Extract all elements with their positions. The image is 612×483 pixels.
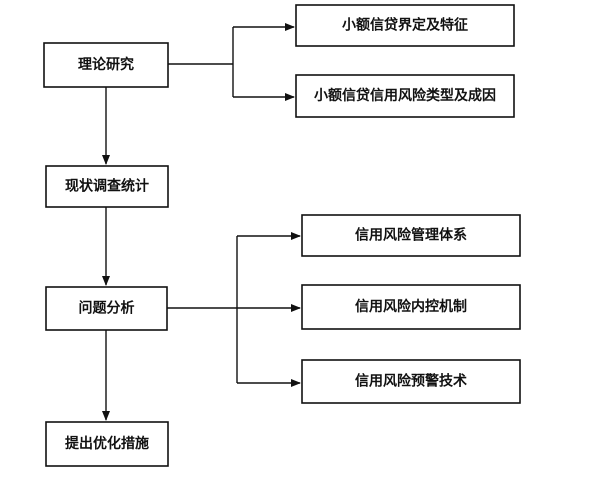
step-analysis-box: 问题分析 (45, 286, 168, 331)
step-survey-box: 现状调查统计 (45, 165, 169, 208)
branch-early-warning-label: 信用风险预警技术 (355, 373, 467, 390)
connectors (102, 23, 301, 421)
branch-definition-label: 小额信贷界定及特征 (342, 17, 468, 34)
branch-early-warning-box: 信用风险预警技术 (301, 359, 521, 404)
step-analysis-label: 问题分析 (79, 300, 135, 317)
branch-management-label: 信用风险管理体系 (355, 227, 467, 244)
step-theory-label: 理论研究 (78, 56, 134, 73)
step-measures-box: 提出优化措施 (45, 421, 169, 467)
step-survey-label: 现状调查统计 (65, 178, 149, 195)
branch-risk-types-label: 小额信贷信用风险类型及成因 (314, 87, 496, 104)
step-measures-label: 提出优化措施 (65, 435, 149, 452)
branch-internal-control-box: 信用风险内控机制 (301, 284, 521, 330)
branch-definition-box: 小额信贷界定及特征 (295, 4, 515, 47)
branch-management-box: 信用风险管理体系 (301, 214, 521, 257)
step-theory-box: 理论研究 (43, 42, 169, 88)
branch-risk-types-box: 小额信贷信用风险类型及成因 (295, 74, 515, 118)
branch-internal-control-label: 信用风险内控机制 (355, 298, 467, 315)
